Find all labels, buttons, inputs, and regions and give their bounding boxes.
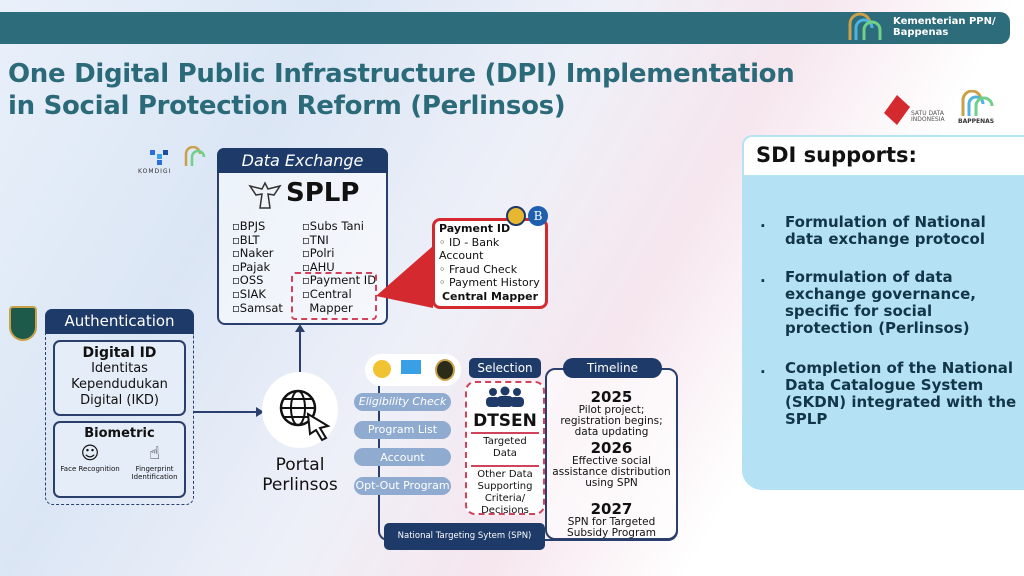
satu-data-logo-icon <box>884 95 910 125</box>
komdigi-label: KOMDIGI <box>138 168 172 175</box>
page-title: One Digital Public Infrastructure (DPI) … <box>8 58 795 122</box>
bank-indonesia-logo-icon: B <box>528 206 548 226</box>
program-list-button[interactable]: Program List <box>354 421 451 439</box>
biometric-box: Biometric ☺Face Recognition ☝Fingerprint… <box>53 421 186 498</box>
eligibility-check-button[interactable]: Eligibility Check <box>354 393 451 411</box>
list-item: ◦ Fraud Check <box>439 262 518 276</box>
authentication-frame <box>45 334 194 505</box>
timeline-frame <box>545 368 678 540</box>
portal-label: Portal Perlinsos <box>262 455 338 495</box>
fingerprint-identification: ☝Fingerprint Identification <box>131 443 178 481</box>
list-item: ▫SIAK <box>232 286 266 301</box>
title-line-2: in Social Protection Reform (Perlinsos) <box>8 91 566 121</box>
authentication-heading: Authentication <box>45 309 194 334</box>
bappenas-label: BAPPENAS <box>958 118 995 125</box>
org-name: Kementerian PPN/ Bappenas <box>893 16 996 38</box>
list-item: Mapper <box>309 300 353 315</box>
list-item: ▫BPJS <box>232 219 266 233</box>
splp-right-list: ▫Subs Tani ▫TNI ▫Polri ▫AHU ▫Payment ID … <box>302 219 377 315</box>
komdigi-logo-icon <box>401 360 421 374</box>
portal-button[interactable] <box>262 372 338 448</box>
list-item: ◦ ID - Bank Account <box>439 235 500 263</box>
opt-out-program-button[interactable]: Opt-Out Program <box>354 477 451 495</box>
list-item: ▫AHU <box>302 259 335 274</box>
bappenas-logo-icon <box>961 90 994 116</box>
partner-logos <box>365 354 461 386</box>
list-item: ▫Naker <box>232 246 274 261</box>
arrow-right-icon <box>194 407 264 417</box>
list-item: ▫Pajak <box>232 259 271 274</box>
dtsen-box: DTSEN Targeted Data Other Data Supportin… <box>465 381 545 516</box>
timeline-tab: Timeline <box>563 358 662 378</box>
garuda-emblem-icon <box>248 181 282 209</box>
title-line-1: One Digital Public Infrastructure (DPI) … <box>8 59 795 89</box>
satu-data-label: SATU DATA INDONESIA <box>911 110 945 123</box>
list-item: ▫TNI <box>302 232 329 247</box>
splp-label: SPLP <box>286 178 360 208</box>
dtsen-label: DTSEN <box>473 411 537 431</box>
spn-button[interactable]: National Targeting Sytem (SPN) <box>384 523 545 550</box>
list-item: ▫Central <box>302 286 352 301</box>
payment-id-box: Payment ID ◦ ID - Bank Account ◦ Fraud C… <box>432 218 548 309</box>
digital-id-box: Digital ID Identitas Kependudukan Digita… <box>53 340 186 416</box>
payment-footer: Central Mapper <box>441 289 539 303</box>
payment-highlight <box>291 272 377 320</box>
sdi-heading: SDI supports: <box>742 135 1024 177</box>
callout-pointer <box>376 246 433 308</box>
payment-title: Payment ID <box>439 222 511 235</box>
list-item: ◦ Payment History <box>439 276 540 289</box>
selection-tab: Selection <box>469 358 541 378</box>
list-item: ▫OSS <box>232 273 264 288</box>
ministry-emblem-icon <box>9 306 37 341</box>
face-icon: ☺ <box>80 443 100 464</box>
kemensos-logo-icon <box>373 360 391 378</box>
bappenas-logo-icon <box>848 12 882 40</box>
list-item: ▫Subs Tani <box>302 219 364 233</box>
face-recognition: ☺Face Recognition <box>60 443 120 473</box>
top-bar <box>0 12 1010 44</box>
targeted-data: Targeted Data <box>471 432 539 462</box>
account-nomination-button[interactable]: Account Nomination <box>354 448 451 466</box>
komdigi-logo-icon <box>150 150 168 165</box>
data-exchange-heading: Data Exchange <box>217 148 388 173</box>
kemenkeu-logo-icon <box>506 206 526 226</box>
people-icon <box>486 386 524 407</box>
globe-cursor-icon <box>279 389 331 442</box>
bappenas-logo-icon <box>184 146 206 166</box>
list-item: ▫Payment ID <box>302 273 377 288</box>
splp-left-list: ▫BPJS ▫BLT ▫Naker ▫Pajak ▫OSS ▫SIAK ▫Sam… <box>232 219 283 315</box>
sdi-panel: .Formulation of National data exchange p… <box>742 177 1024 490</box>
other-data: Other Data Supporting Criteria/ Decision… <box>471 465 539 519</box>
fingerprint-icon: ☝ <box>149 443 161 464</box>
list-item: ▫Polri <box>302 246 335 261</box>
list-item: ▫Samsat <box>232 300 283 315</box>
list-item: ▫BLT <box>232 232 260 247</box>
data-exchange-box <box>217 148 388 325</box>
bin-logo-icon <box>435 359 455 381</box>
